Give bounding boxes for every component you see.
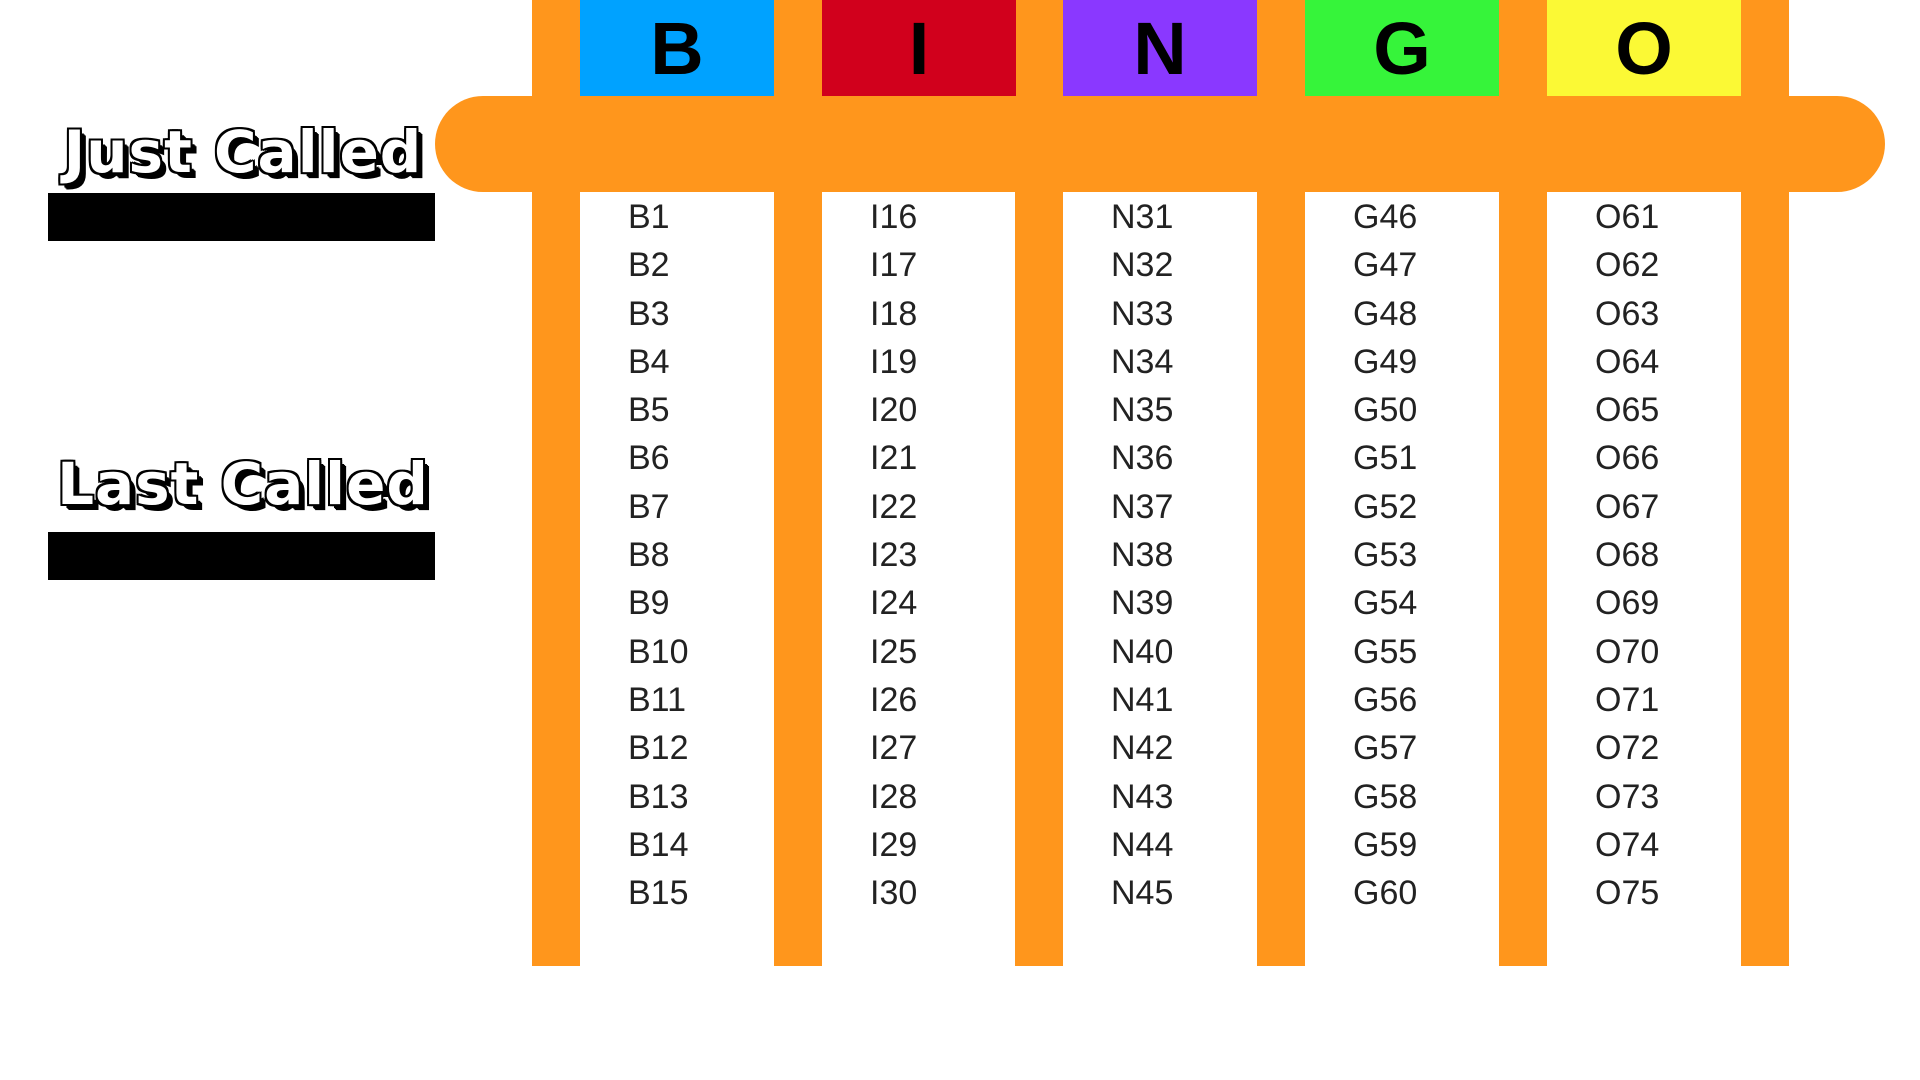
bingo-number-cell[interactable]: O73: [1595, 777, 1660, 816]
header-o: O: [1547, 0, 1741, 96]
bingo-number-cell[interactable]: N32: [1111, 246, 1174, 285]
bingo-number-cell[interactable]: G55: [1353, 632, 1418, 671]
bingo-number-cell[interactable]: I21: [870, 439, 918, 478]
bingo-number-cell[interactable]: G49: [1353, 342, 1418, 381]
bingo-number-cell[interactable]: O71: [1595, 680, 1660, 719]
bingo-number-cell[interactable]: I24: [870, 584, 918, 623]
bingo-number-cell[interactable]: O67: [1595, 487, 1660, 526]
bingo-number-cell[interactable]: N41: [1111, 680, 1174, 719]
bingo-number-cell[interactable]: O70: [1595, 632, 1660, 671]
bingo-number-cell[interactable]: N44: [1111, 825, 1174, 864]
bingo-number-cell[interactable]: I19: [870, 342, 918, 381]
bingo-number-cell[interactable]: N45: [1111, 874, 1174, 913]
just-called-display: [48, 193, 435, 241]
bingo-number-cell[interactable]: N40: [1111, 632, 1174, 671]
bingo-number-cell[interactable]: B7: [628, 487, 670, 526]
bingo-number-cell[interactable]: I29: [870, 825, 918, 864]
bingo-number-cell[interactable]: I28: [870, 777, 918, 816]
bingo-number-cell[interactable]: I30: [870, 874, 918, 913]
bingo-number-cell[interactable]: B4: [628, 342, 670, 381]
bingo-number-cell[interactable]: G47: [1353, 246, 1418, 285]
bingo-number-cell[interactable]: B9: [628, 584, 670, 623]
bingo-number-cell[interactable]: G59: [1353, 825, 1418, 864]
bingo-number-cell[interactable]: I23: [870, 536, 918, 575]
bingo-number-cell[interactable]: I18: [870, 294, 918, 333]
bingo-number-cell[interactable]: B8: [628, 536, 670, 575]
bingo-number-cell[interactable]: B3: [628, 294, 670, 333]
bingo-number-cell[interactable]: G46: [1353, 198, 1418, 236]
bingo-number-cell[interactable]: I27: [870, 729, 918, 768]
last-called-display: [48, 532, 435, 580]
board-frame-bar: [435, 96, 1885, 192]
bingo-number-cell[interactable]: O75: [1595, 874, 1660, 913]
bingo-number-cell[interactable]: B14: [628, 825, 689, 864]
bingo-number-cell[interactable]: N39: [1111, 584, 1174, 623]
bingo-number-cell[interactable]: N43: [1111, 777, 1174, 816]
bingo-number-cell[interactable]: B12: [628, 729, 689, 768]
bingo-number-cell[interactable]: N37: [1111, 487, 1174, 526]
bingo-number-cell[interactable]: I26: [870, 680, 918, 719]
bingo-number-cell[interactable]: N38: [1111, 536, 1174, 575]
bingo-number-cell[interactable]: O64: [1595, 342, 1660, 381]
bingo-number-cell[interactable]: G54: [1353, 584, 1418, 623]
bingo-number-cell[interactable]: N36: [1111, 439, 1174, 478]
header-i: I: [822, 0, 1016, 96]
bingo-number-cell[interactable]: G56: [1353, 680, 1418, 719]
bingo-number-cell[interactable]: G60: [1353, 874, 1418, 913]
bingo-number-cell[interactable]: N42: [1111, 729, 1174, 768]
bingo-number-cell[interactable]: O62: [1595, 246, 1660, 285]
bingo-number-cell[interactable]: G58: [1353, 777, 1418, 816]
bingo-number-cell[interactable]: B6: [628, 439, 670, 478]
bingo-number-cell[interactable]: I16: [870, 198, 918, 236]
bingo-number-cell[interactable]: G53: [1353, 536, 1418, 575]
just-called-label: Just Called: [63, 118, 423, 186]
bingo-number-cell[interactable]: B5: [628, 391, 670, 430]
bingo-number-cell[interactable]: I22: [870, 487, 918, 526]
header-g: G: [1305, 0, 1499, 96]
bingo-number-cell[interactable]: B10: [628, 632, 689, 671]
header-n: N: [1063, 0, 1257, 96]
bingo-number-cell[interactable]: G50: [1353, 391, 1418, 430]
bingo-number-cell[interactable]: G51: [1353, 439, 1418, 478]
bingo-number-cell[interactable]: B1: [628, 198, 670, 236]
bingo-number-cell[interactable]: G57: [1353, 729, 1418, 768]
bingo-number-cell[interactable]: B11: [628, 680, 686, 719]
bingo-number-cell[interactable]: O68: [1595, 536, 1660, 575]
bingo-number-cell[interactable]: N31: [1111, 198, 1174, 236]
bingo-number-cell[interactable]: B13: [628, 777, 689, 816]
bingo-number-cell[interactable]: I17: [870, 246, 918, 285]
bingo-number-cell[interactable]: O61: [1595, 198, 1660, 236]
bingo-number-cell[interactable]: N34: [1111, 342, 1174, 381]
header-b: B: [580, 0, 774, 96]
bingo-number-cell[interactable]: B15: [628, 874, 689, 913]
last-called-label: Last Called: [57, 450, 429, 518]
bingo-number-cell[interactable]: I25: [870, 632, 918, 671]
bingo-number-cell[interactable]: O72: [1595, 729, 1660, 768]
bingo-number-cell[interactable]: N33: [1111, 294, 1174, 333]
bingo-number-cell[interactable]: O66: [1595, 439, 1660, 478]
bingo-number-cell[interactable]: G52: [1353, 487, 1418, 526]
bingo-number-cell[interactable]: N35: [1111, 391, 1174, 430]
bingo-number-cell[interactable]: O74: [1595, 825, 1660, 864]
bingo-number-cell[interactable]: O63: [1595, 294, 1660, 333]
bingo-number-cell[interactable]: O69: [1595, 584, 1660, 623]
bingo-number-cell[interactable]: I20: [870, 391, 918, 430]
bingo-number-cell[interactable]: G48: [1353, 294, 1418, 333]
bingo-number-cell[interactable]: O65: [1595, 391, 1660, 430]
bingo-number-cell[interactable]: B2: [628, 246, 670, 285]
